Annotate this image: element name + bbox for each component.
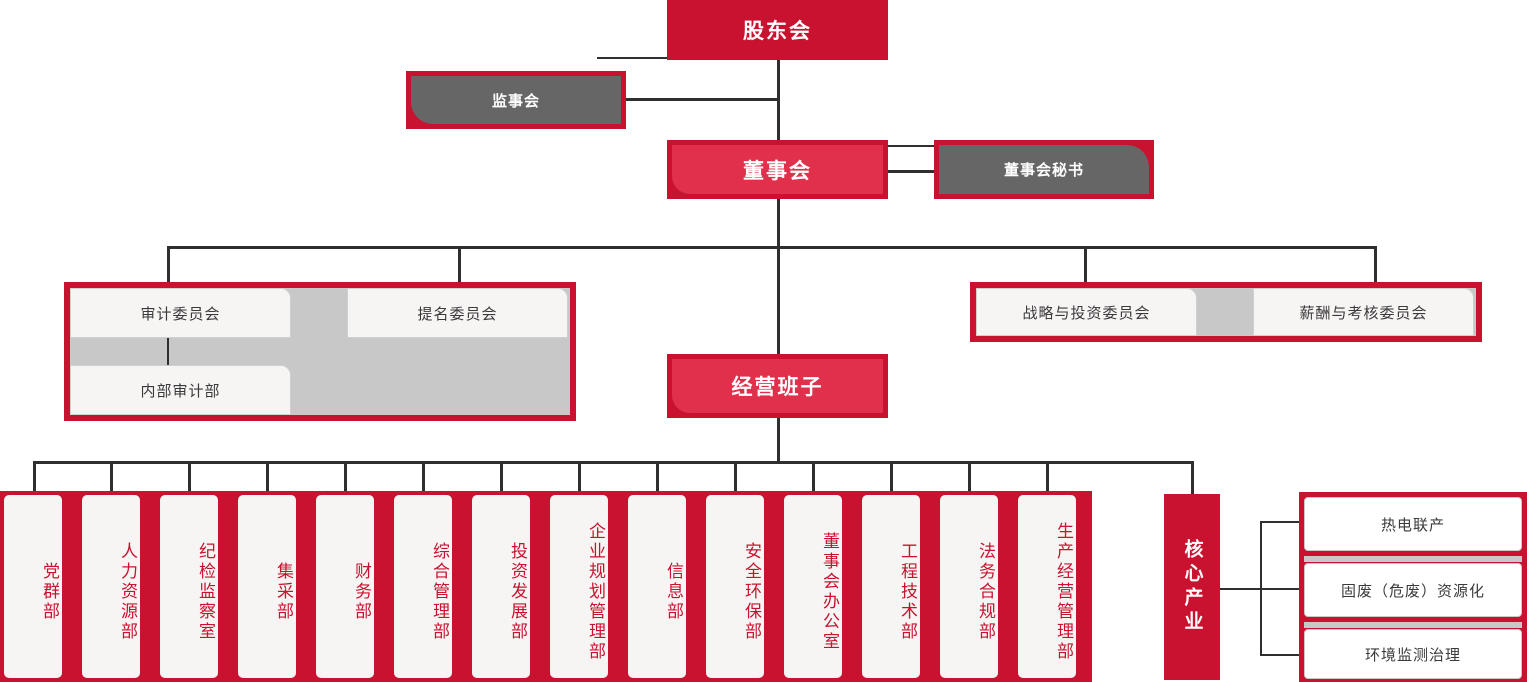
connector-dept-drop-12 <box>890 461 893 494</box>
connector-dept-drop-5 <box>344 461 347 494</box>
connector-dept-drop-6 <box>422 461 425 494</box>
node-board-label: 董事会 <box>743 159 812 183</box>
department-card[interactable]: 安全环保部 <box>706 495 764 678</box>
department-card[interactable]: 综合管理部 <box>394 495 452 678</box>
node-core-industry-label: 核心产业 <box>1181 539 1203 635</box>
department-card-label: 党群部 <box>40 561 59 622</box>
connector-core-row-3 <box>1260 654 1320 656</box>
connector-committee-drop-strategy <box>1084 246 1087 282</box>
industry-separator-1 <box>1304 556 1522 562</box>
committee-group-right: 战略与投资委员会 薪酬与考核委员会 <box>970 282 1482 342</box>
connector-dept-drop-4 <box>266 461 269 494</box>
committee-audit[interactable]: 审计委员会 <box>70 288 291 338</box>
connector-shareholders-board <box>777 60 780 170</box>
connector-board-trunk <box>777 199 780 279</box>
node-shareholders-label: 股东会 <box>743 20 812 43</box>
department-card-label: 信息部 <box>664 561 683 622</box>
connector-dept-drop-8 <box>578 461 581 494</box>
industry-item-3-label: 环境监测治理 <box>1364 646 1461 664</box>
node-supervisory-label: 监事会 <box>491 92 540 110</box>
node-core-industry[interactable]: 核心产业 <box>1164 494 1220 680</box>
department-card[interactable]: 财务部 <box>316 495 374 678</box>
committee-nomination-label: 提名委员会 <box>417 305 498 323</box>
department-card-label: 综合管理部 <box>430 541 449 642</box>
department-card[interactable]: 人力资源部 <box>82 495 140 678</box>
connector-board-secretary-mid <box>888 170 936 173</box>
department-card-label: 财务部 <box>352 561 371 622</box>
department-card-label: 人力资源部 <box>118 541 137 642</box>
department-card[interactable]: 工程技术部 <box>862 495 920 678</box>
connector-dept-drop-14 <box>1046 461 1049 494</box>
department-card-label: 企业规划管理部 <box>586 521 605 662</box>
connector-dept-drop-3 <box>188 461 191 494</box>
connector-dept-drop-7 <box>500 461 503 494</box>
department-internal-audit[interactable]: 内部审计部 <box>70 365 291 415</box>
committee-strategy-label: 战略与投资委员会 <box>1022 304 1151 322</box>
department-card[interactable]: 董事会办公室 <box>784 495 842 678</box>
committee-audit-label: 审计委员会 <box>140 305 221 323</box>
department-card[interactable]: 纪检监察室 <box>160 495 218 678</box>
department-card[interactable]: 投资发展部 <box>472 495 530 678</box>
committee-compensation-assessment[interactable]: 薪酬与考核委员会 <box>1253 288 1474 336</box>
department-card[interactable]: 集采部 <box>238 495 296 678</box>
connector-dept-drop-1 <box>33 461 36 494</box>
department-card-label: 法务合规部 <box>976 541 995 642</box>
node-board-secretary[interactable]: 董事会秘书 <box>934 140 1154 199</box>
department-card-label: 安全环保部 <box>742 541 761 642</box>
committee-nomination[interactable]: 提名委员会 <box>347 288 568 338</box>
connector-core-row-1 <box>1260 521 1320 523</box>
connector-dept-drop-11 <box>812 461 815 494</box>
department-card-label: 生产经营管理部 <box>1054 521 1073 662</box>
department-card[interactable]: 法务合规部 <box>940 495 998 678</box>
connector-department-bus <box>33 461 1194 464</box>
node-supervisory-board[interactable]: 监事会 <box>406 71 626 129</box>
connector-committee-drop-audit <box>167 246 170 282</box>
department-card-label: 董事会办公室 <box>820 531 839 652</box>
industry-item-3[interactable]: 环境监测治理 <box>1304 629 1522 679</box>
node-board-secretary-label: 董事会秘书 <box>1003 162 1084 179</box>
industry-item-2-label: 固废（危废）资源化 <box>1340 582 1485 600</box>
connector-dept-drop-13 <box>968 461 971 494</box>
department-card-label: 集采部 <box>274 561 293 622</box>
department-internal-audit-label: 内部审计部 <box>140 382 221 400</box>
connector-audit-internal <box>167 338 169 366</box>
industry-separator-2 <box>1304 622 1522 628</box>
connector-committee-drop-nomination <box>458 246 461 282</box>
connector-dept-drop-2 <box>110 461 113 494</box>
department-card-label: 纪检监察室 <box>196 541 215 642</box>
department-card[interactable]: 党群部 <box>4 495 62 678</box>
node-board-of-directors[interactable]: 董事会 <box>667 140 888 199</box>
connector-dept-drop-9 <box>656 461 659 494</box>
connector-supervisory-trunk <box>620 98 779 101</box>
node-management-team[interactable]: 经营班子 <box>667 354 888 418</box>
connector-core-row-2 <box>1260 588 1320 590</box>
committee-group-left: 审计委员会 提名委员会 内部审计部 <box>64 282 576 421</box>
department-card-label: 工程技术部 <box>898 541 917 642</box>
industry-item-1[interactable]: 热电联产 <box>1304 497 1522 551</box>
department-card-label: 投资发展部 <box>508 541 527 642</box>
department-card[interactable]: 企业规划管理部 <box>550 495 608 678</box>
industry-panel: 热电联产 固废（危废）资源化 环境监测治理 <box>1299 492 1527 682</box>
node-management-label: 经营班子 <box>731 376 824 399</box>
connector-dept-drop-core <box>1191 461 1194 494</box>
department-card[interactable]: 信息部 <box>628 495 686 678</box>
node-shareholders-meeting[interactable]: 股东会 <box>667 0 888 60</box>
connector-trunk-to-management <box>777 279 780 354</box>
connector-committee-bus <box>167 246 1377 249</box>
industry-item-2[interactable]: 固废（危废）资源化 <box>1304 563 1522 617</box>
committee-compensation-label: 薪酬与考核委员会 <box>1299 304 1428 322</box>
connector-board-secretary-top <box>888 145 936 147</box>
committee-strategy-investment[interactable]: 战略与投资委员会 <box>976 288 1197 336</box>
connector-dept-drop-10 <box>734 461 737 494</box>
industry-item-1-label: 热电联产 <box>1380 516 1445 534</box>
connector-management-to-deptbus <box>777 418 780 463</box>
department-card[interactable]: 生产经营管理部 <box>1018 495 1076 678</box>
connector-committee-drop-compensation <box>1374 246 1377 282</box>
